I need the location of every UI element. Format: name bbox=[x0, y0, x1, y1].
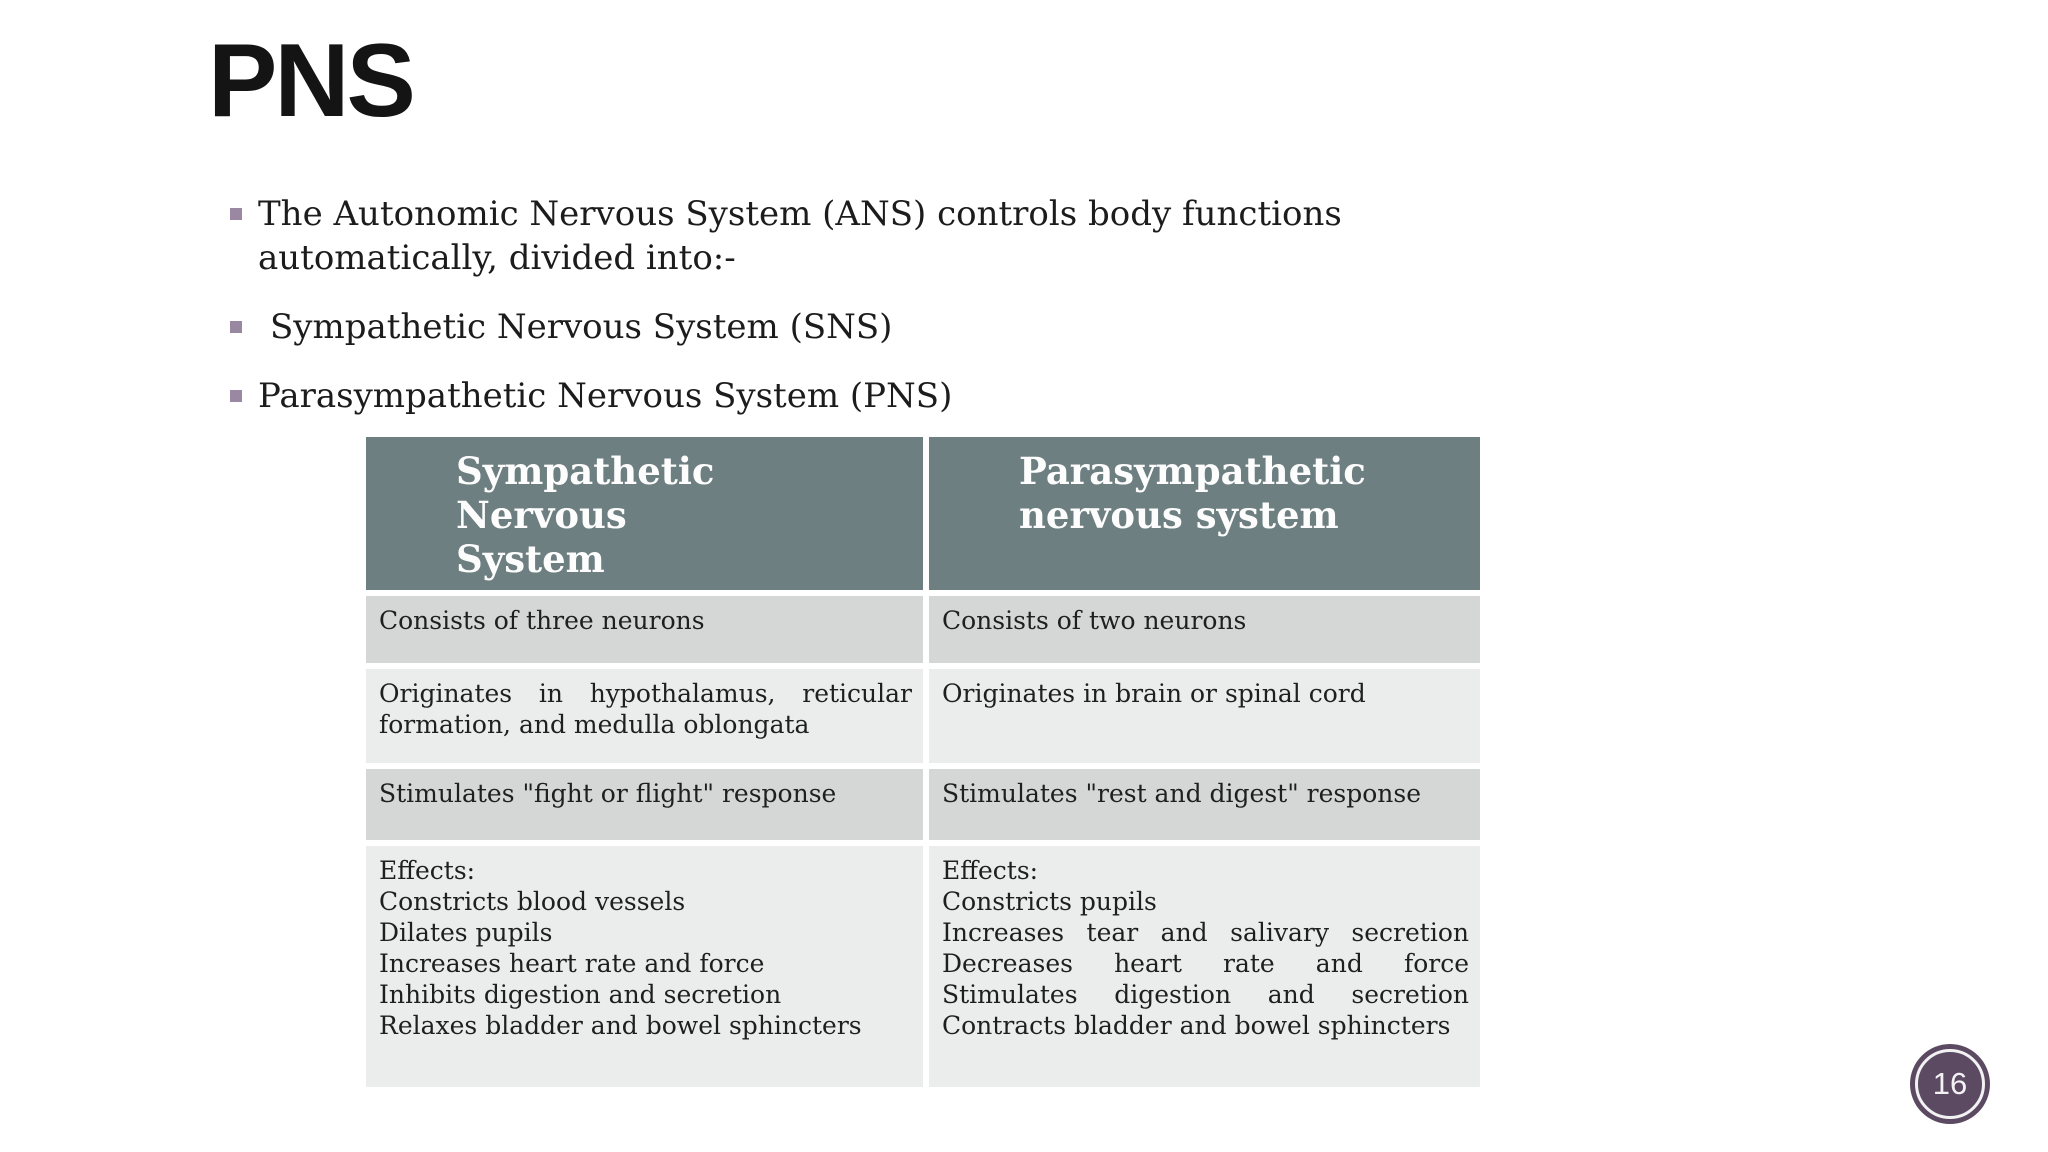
bullet-item-pns: Parasympathetic Nervous System (PNS) bbox=[228, 374, 1438, 418]
cell-line: Consists of three neurons bbox=[379, 606, 705, 635]
table-cell-sns-origin: Originates in hypothalamus, reticular fo… bbox=[366, 669, 923, 763]
bullet-text: The Autonomic Nervous System (ANS) contr… bbox=[258, 194, 1342, 278]
cell-line: formation, and medulla oblongata bbox=[379, 710, 810, 739]
table-header-parasympathetic: Parasympathetic nervous system bbox=[929, 437, 1480, 590]
bullet-list: The Autonomic Nervous System (ANS) contr… bbox=[228, 192, 1438, 443]
cell-line: Increases heart rate and force bbox=[379, 949, 765, 978]
comparison-table: Sympathetic Nervous System Parasympathet… bbox=[366, 437, 1480, 1087]
cell-line: Constricts blood vessels bbox=[379, 887, 686, 916]
table-cell-sns-effects: Effects: Constricts blood vessels Dilate… bbox=[366, 846, 923, 1087]
cell-line: Dilates pupils bbox=[379, 918, 553, 947]
cell-line: Inhibits digestion and secretion bbox=[379, 980, 782, 1009]
table-cell-sns-neurons: Consists of three neurons bbox=[366, 596, 923, 663]
bullet-square-icon bbox=[230, 321, 242, 333]
header-line: System bbox=[456, 537, 605, 581]
bullet-square-icon bbox=[230, 390, 242, 402]
bullet-item-ans: The Autonomic Nervous System (ANS) contr… bbox=[228, 192, 1438, 280]
bullet-square-icon bbox=[230, 208, 242, 220]
table-cell-pns-response: Stimulates "rest and digest" response bbox=[929, 769, 1480, 840]
table-header-sympathetic: Sympathetic Nervous System bbox=[366, 437, 923, 590]
header-line: Sympathetic Nervous bbox=[456, 449, 715, 537]
table-cell-pns-origin: Originates in brain or spinal cord bbox=[929, 669, 1480, 763]
cell-line: Relaxes bladder and bowel sphincters bbox=[379, 1011, 862, 1040]
cell-line: Contracts bladder and bowel sphincters bbox=[942, 1011, 1451, 1040]
cell-line: Stimulates "rest and digest" response bbox=[942, 779, 1421, 808]
cell-line: Effects: bbox=[379, 856, 476, 885]
header-line: nervous system bbox=[1019, 493, 1339, 537]
page-number-badge: 16 bbox=[1910, 1044, 1990, 1124]
bullet-text: Parasympathetic Nervous System (PNS) bbox=[258, 376, 953, 416]
cell-line: Effects: bbox=[942, 856, 1039, 885]
table-cell-sns-response: Stimulates "fight or flight" response bbox=[366, 769, 923, 840]
cell-line: Increases tear and salivary secretion bbox=[942, 918, 1469, 947]
bullet-item-sns: Sympathetic Nervous System (SNS) bbox=[228, 305, 1438, 349]
cell-line: Stimulates "fight or flight" response bbox=[379, 779, 837, 808]
cell-line: Originates in hypothalamus, reticular bbox=[379, 679, 912, 708]
cell-line: Stimulates digestion and secretion bbox=[942, 980, 1469, 1009]
cell-line: Decreases heart rate and force bbox=[942, 949, 1469, 978]
header-line: Parasympathetic bbox=[1019, 449, 1366, 493]
bullet-text: Sympathetic Nervous System (SNS) bbox=[270, 307, 893, 347]
table-cell-pns-neurons: Consists of two neurons bbox=[929, 596, 1480, 663]
page-title: PNS bbox=[208, 23, 416, 139]
badge-ring bbox=[1915, 1049, 1985, 1119]
table-cell-pns-effects: Effects: Constricts pupils Increases tea… bbox=[929, 846, 1480, 1087]
cell-line: Constricts pupils bbox=[942, 887, 1157, 916]
cell-line: Consists of two neurons bbox=[942, 606, 1247, 635]
cell-line: Originates in brain or spinal cord bbox=[942, 679, 1366, 708]
